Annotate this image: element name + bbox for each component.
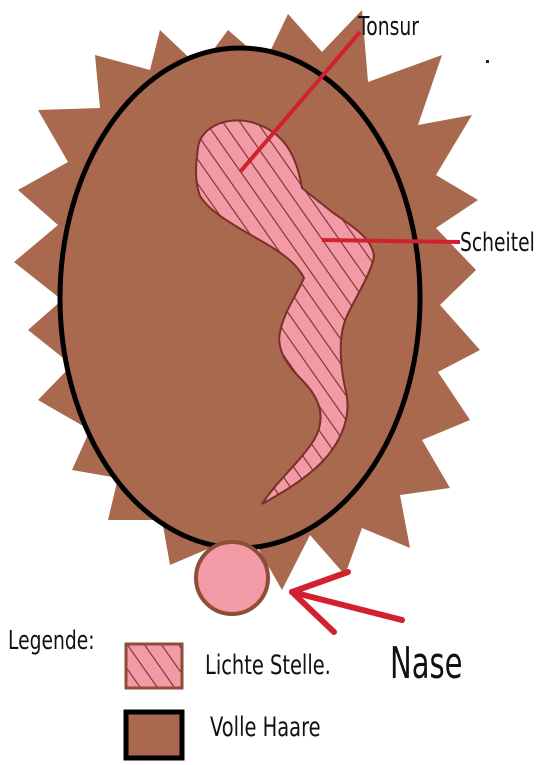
legend-title: Legende: — [8, 626, 95, 656]
parting-label: Scheitel — [460, 228, 535, 258]
stray-dot — [486, 60, 489, 63]
nose-circle — [196, 542, 268, 614]
nose-arrow — [292, 572, 402, 632]
nose-label: Nase — [390, 638, 463, 689]
legend-thin-swatch — [126, 644, 182, 688]
legend-full-swatch — [126, 712, 182, 758]
parting-pointer — [322, 240, 460, 242]
legend-full-label: Volle Haare — [210, 712, 321, 743]
legend-thin-label: Lichte Stelle. — [205, 650, 331, 681]
tonsure-label: Tonsur — [358, 12, 419, 42]
